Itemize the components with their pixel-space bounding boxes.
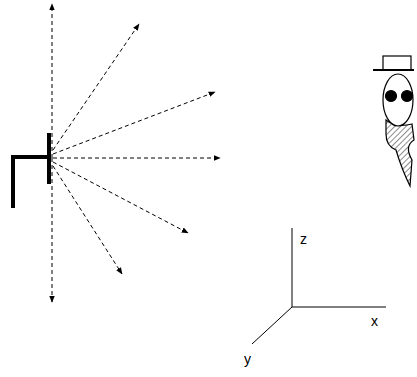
axis-label: z bbox=[300, 232, 307, 246]
head bbox=[383, 74, 413, 126]
antenna bbox=[11, 133, 49, 208]
x-axis bbox=[292, 307, 386, 308]
ray bbox=[53, 92, 215, 154]
hat-crown bbox=[383, 56, 411, 70]
axis-label: x bbox=[371, 314, 378, 328]
ray bbox=[53, 24, 139, 150]
antenna-element bbox=[47, 133, 51, 184]
eye bbox=[402, 91, 413, 102]
ray bbox=[53, 166, 122, 274]
ray bbox=[52, 158, 53, 302]
axis-label: y bbox=[244, 352, 251, 366]
ray bbox=[53, 158, 220, 159]
coordinate-axes bbox=[252, 228, 386, 344]
antenna-mast bbox=[11, 157, 15, 208]
eye bbox=[386, 91, 397, 102]
antenna-arm bbox=[11, 155, 48, 159]
hat-brim bbox=[373, 69, 414, 71]
scarf bbox=[386, 120, 414, 186]
radiation-rays bbox=[52, 4, 220, 302]
ray bbox=[52, 4, 53, 158]
observer-figure bbox=[373, 56, 414, 186]
y-axis bbox=[252, 307, 292, 344]
z-axis bbox=[292, 228, 293, 307]
